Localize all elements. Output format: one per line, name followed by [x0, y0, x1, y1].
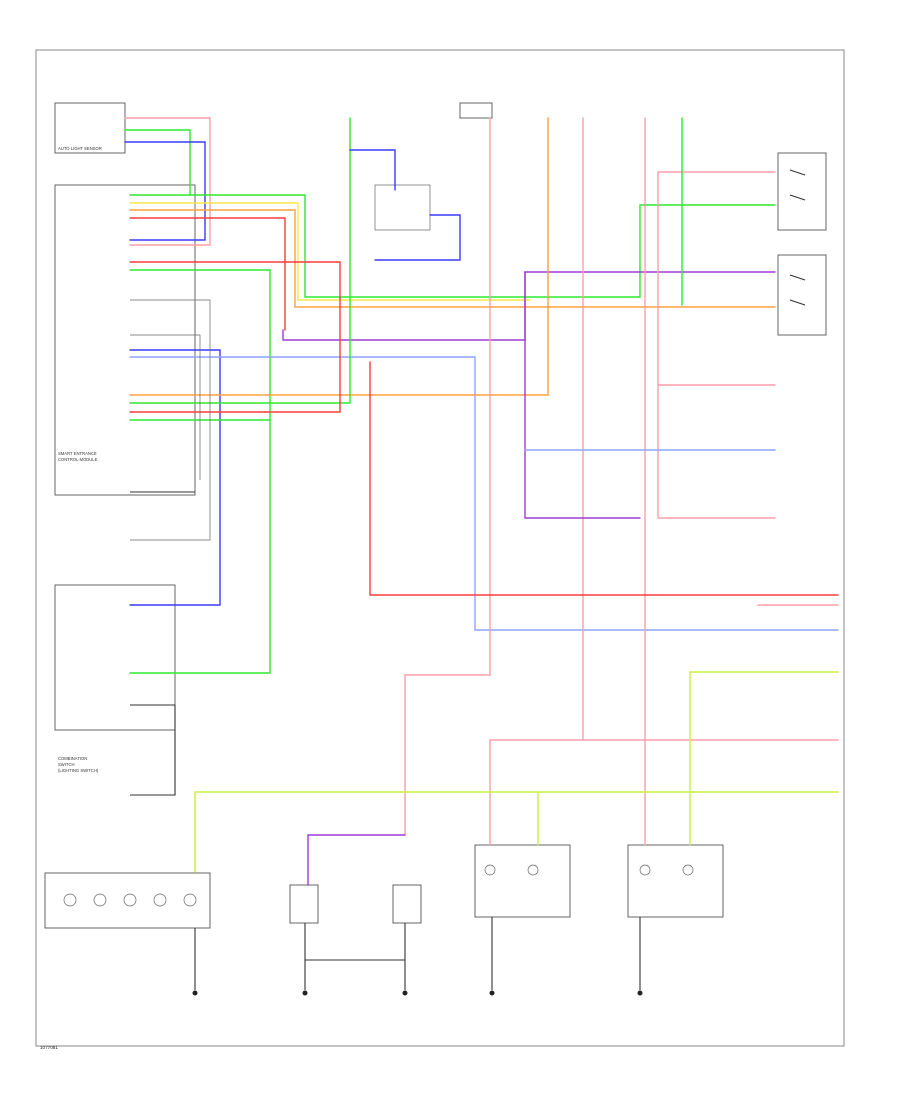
wire-yellow-top — [129, 202, 531, 301]
wire-yg-right — [689, 671, 839, 846]
wire-blue-sensor — [124, 141, 206, 241]
wire-green-mid — [129, 269, 271, 674]
map-lamp — [474, 844, 571, 918]
wire-light-blue — [129, 356, 839, 631]
wire-red-top — [129, 217, 286, 331]
auto-light-sensor: AUTO LIGHT SENSOR — [54, 102, 126, 154]
room-lamp — [627, 844, 724, 918]
wire-pink-fuse1 — [404, 117, 491, 836]
wire-pink-sensor — [124, 117, 211, 246]
wire-red-low — [129, 261, 341, 413]
wire-green-top — [129, 194, 776, 298]
front-door-switch-lh — [777, 152, 827, 231]
trunk-room-lamp-panel — [44, 872, 211, 929]
footer-code: 1077081 — [40, 1045, 58, 1050]
diagram-frame — [35, 49, 845, 1047]
fuse-block-left — [459, 102, 493, 119]
front-door-switch-rh — [777, 254, 827, 336]
wire-blue-combo — [129, 349, 221, 606]
wire-orange-top — [129, 209, 776, 308]
wire-purple-top — [282, 271, 776, 341]
wire-green-sensor — [124, 129, 191, 196]
svg-text:AUTO LIGHT SENSOR: AUTO LIGHT SENSOR — [58, 146, 102, 151]
wire-purple-step — [307, 834, 406, 886]
smart-entrance-control-module: SMART ENTRANCE CONTROL MODULE — [54, 184, 196, 496]
wire-blue-ks — [374, 214, 461, 261]
svg-text:SMART ENTRANCE: SMART ENTRANCE — [58, 451, 97, 456]
wire-yg-bus — [194, 791, 839, 873]
wire-orange-low — [129, 117, 549, 396]
key-switch — [374, 184, 431, 231]
svg-text:(LIGHTING SWITCH): (LIGHTING SWITCH) — [58, 768, 99, 773]
step-lamp-lh — [289, 884, 319, 924]
svg-text:CONTROL MODULE: CONTROL MODULE — [58, 457, 98, 462]
wire-pink-fuse2 — [489, 117, 584, 846]
combination-switch: COMBINATION SWITCH (LIGHTING SWITCH) — [54, 584, 176, 773]
wire-black-combo — [130, 704, 176, 796]
svg-text:SWITCH: SWITCH — [58, 762, 75, 767]
wire-green-low — [129, 117, 351, 404]
wire-purple-door — [524, 271, 641, 519]
wire-blue-key — [349, 149, 396, 191]
wire-red-door — [369, 361, 839, 596]
svg-text:COMBINATION: COMBINATION — [58, 756, 87, 761]
step-lamp-rh — [392, 884, 422, 924]
